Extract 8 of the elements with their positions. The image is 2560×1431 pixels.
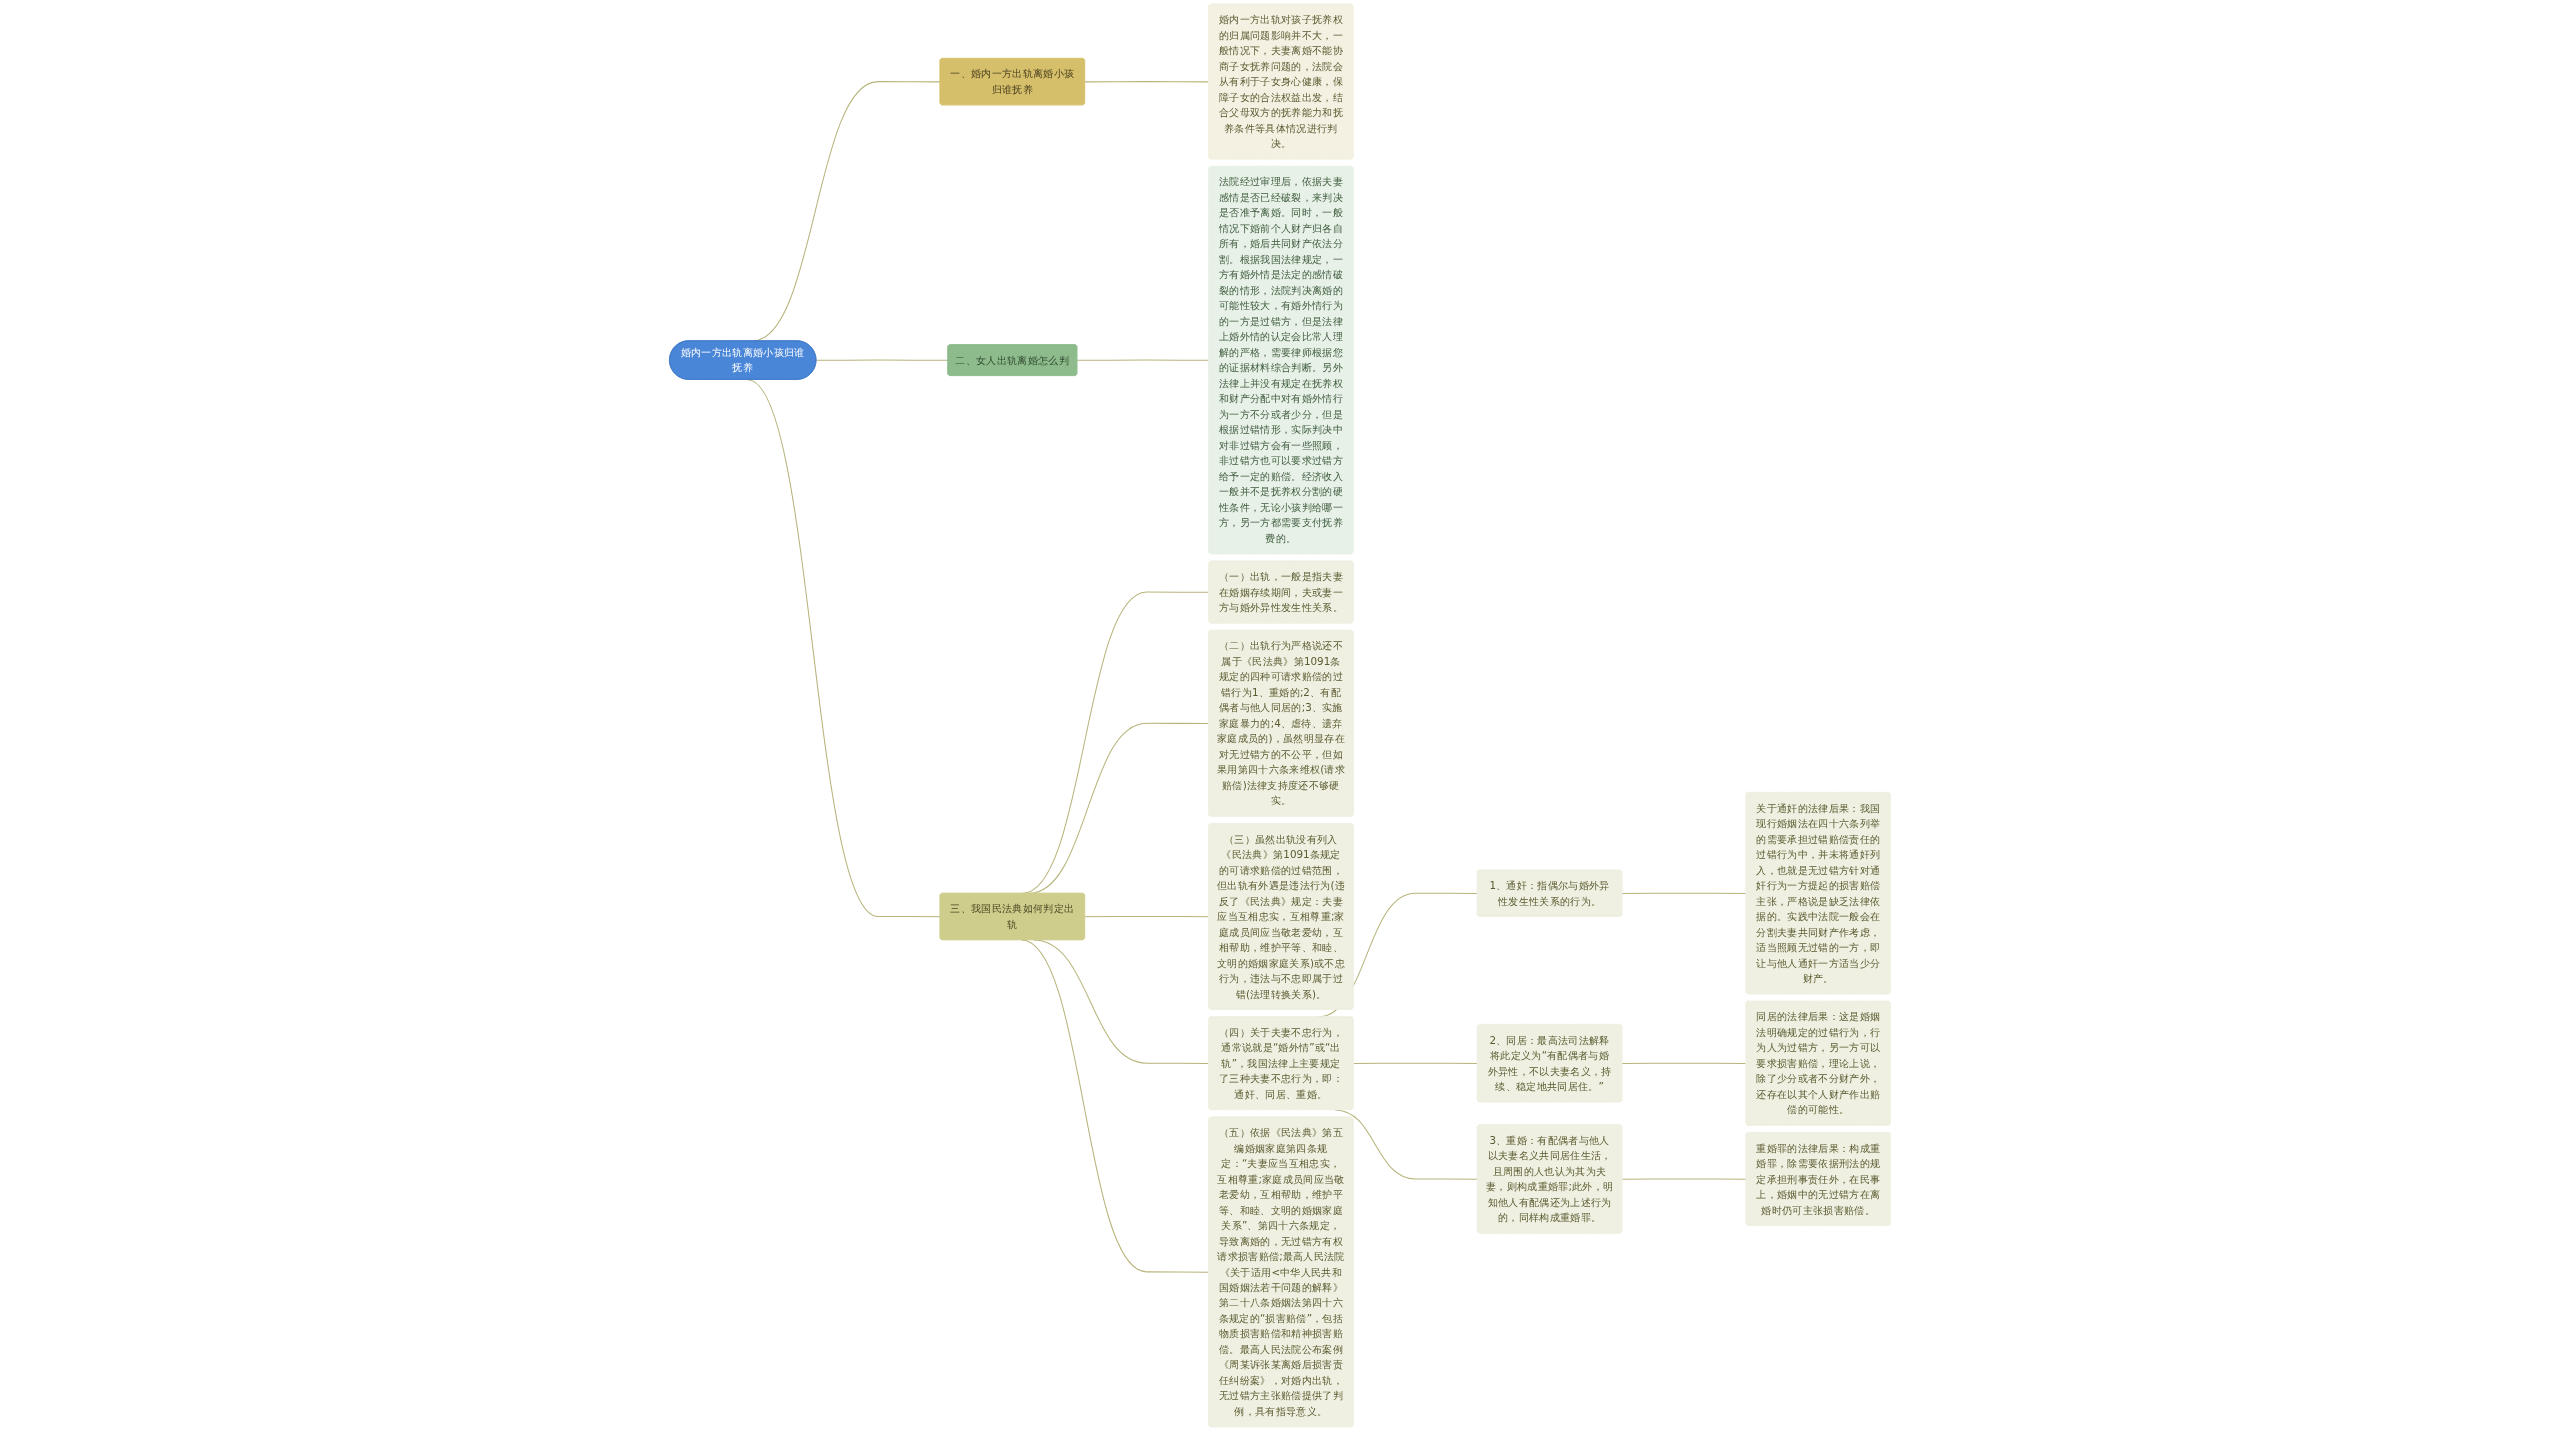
connector xyxy=(1621,892,1747,894)
connector xyxy=(1084,81,1210,83)
connector xyxy=(1084,915,1210,918)
connector xyxy=(1076,359,1210,361)
connector xyxy=(1353,1062,1479,1064)
connector xyxy=(1621,1062,1747,1064)
connector xyxy=(815,359,949,361)
connector xyxy=(1621,1178,1747,1180)
